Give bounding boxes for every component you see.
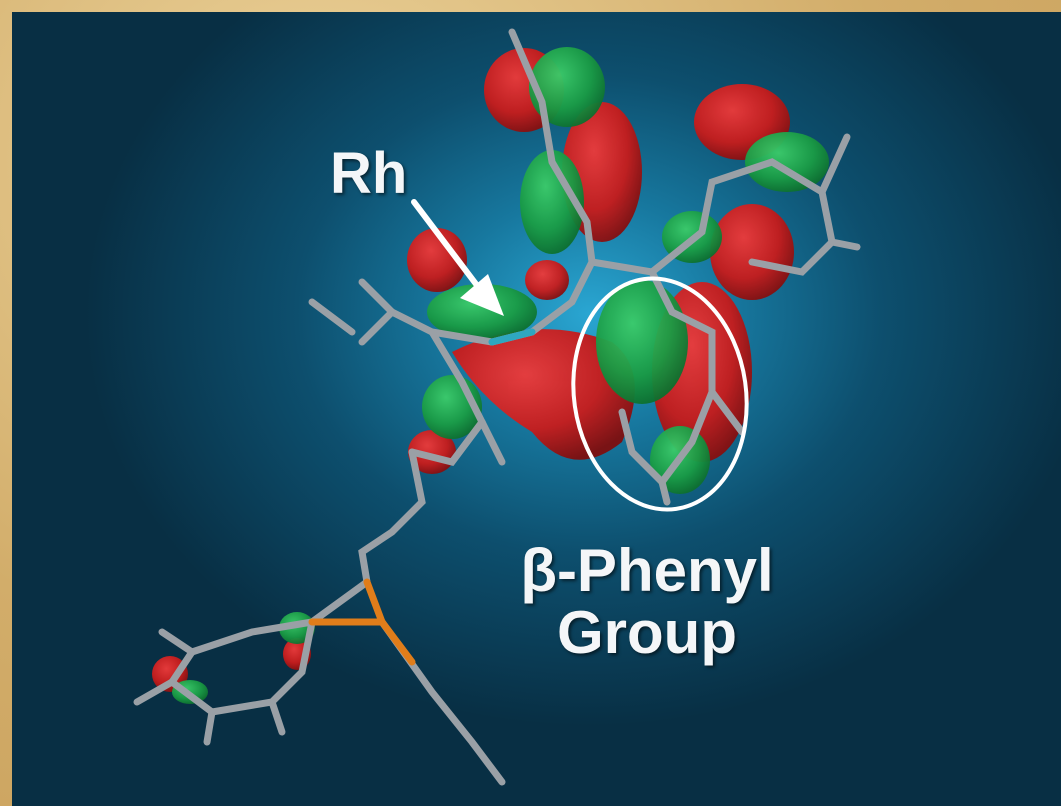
phenyl-highlight-ellipse <box>571 276 749 512</box>
rh-label: Rh <box>330 141 408 206</box>
bond-framework <box>133 28 861 786</box>
molecule-svg <box>133 28 861 786</box>
rh-arrow <box>411 199 504 316</box>
beta-phenyl-label: β-Phenyl <box>520 537 774 604</box>
beta-phenyl-group-label: β-Phenyl Group <box>482 540 812 664</box>
molecule-render: Rh β-Phenyl Group <box>12 12 1061 806</box>
group-label: Group <box>557 599 737 666</box>
metal-bonds <box>308 328 536 666</box>
